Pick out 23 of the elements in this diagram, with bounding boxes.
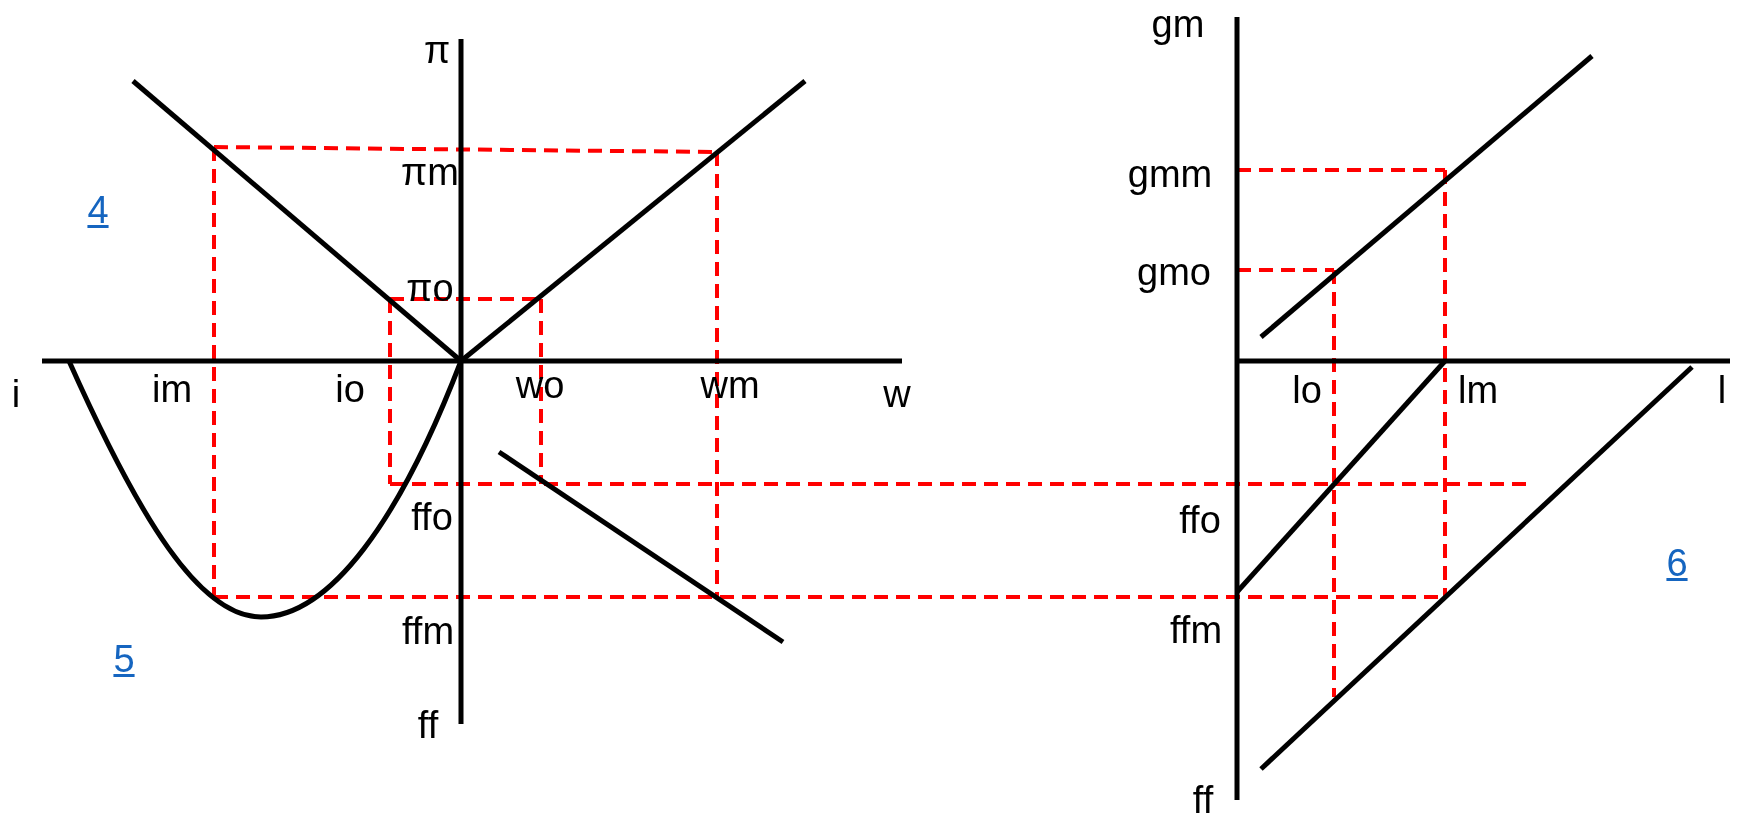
panel-number: 4 [87,191,109,229]
tick-label: lo [1292,371,1322,409]
tick-label: io [335,370,365,408]
tick-label: gmo [1137,253,1211,291]
tick-label: ffo [411,498,453,536]
tick-label: ffm [401,612,455,650]
axis-label: ff [1192,781,1214,819]
tick-label: im [151,370,193,408]
tick-label: lm [1457,371,1499,409]
panel-number: 6 [1666,544,1688,582]
tick-label: wm [700,366,760,404]
tick-label: ffo [1179,501,1221,539]
axis-label: π [423,31,451,69]
axis-label: gm [1151,5,1205,43]
tick-label: wo [515,366,565,404]
axis-label: w [883,375,911,413]
tick-label: πm [401,153,459,191]
tick-label: gmm [1127,155,1213,193]
axis-label: l [1717,371,1727,409]
axis-label: i [11,375,21,413]
axis-label: ff [417,706,439,744]
panel-number: 5 [113,640,135,678]
tick-label: ffm [1169,611,1223,649]
